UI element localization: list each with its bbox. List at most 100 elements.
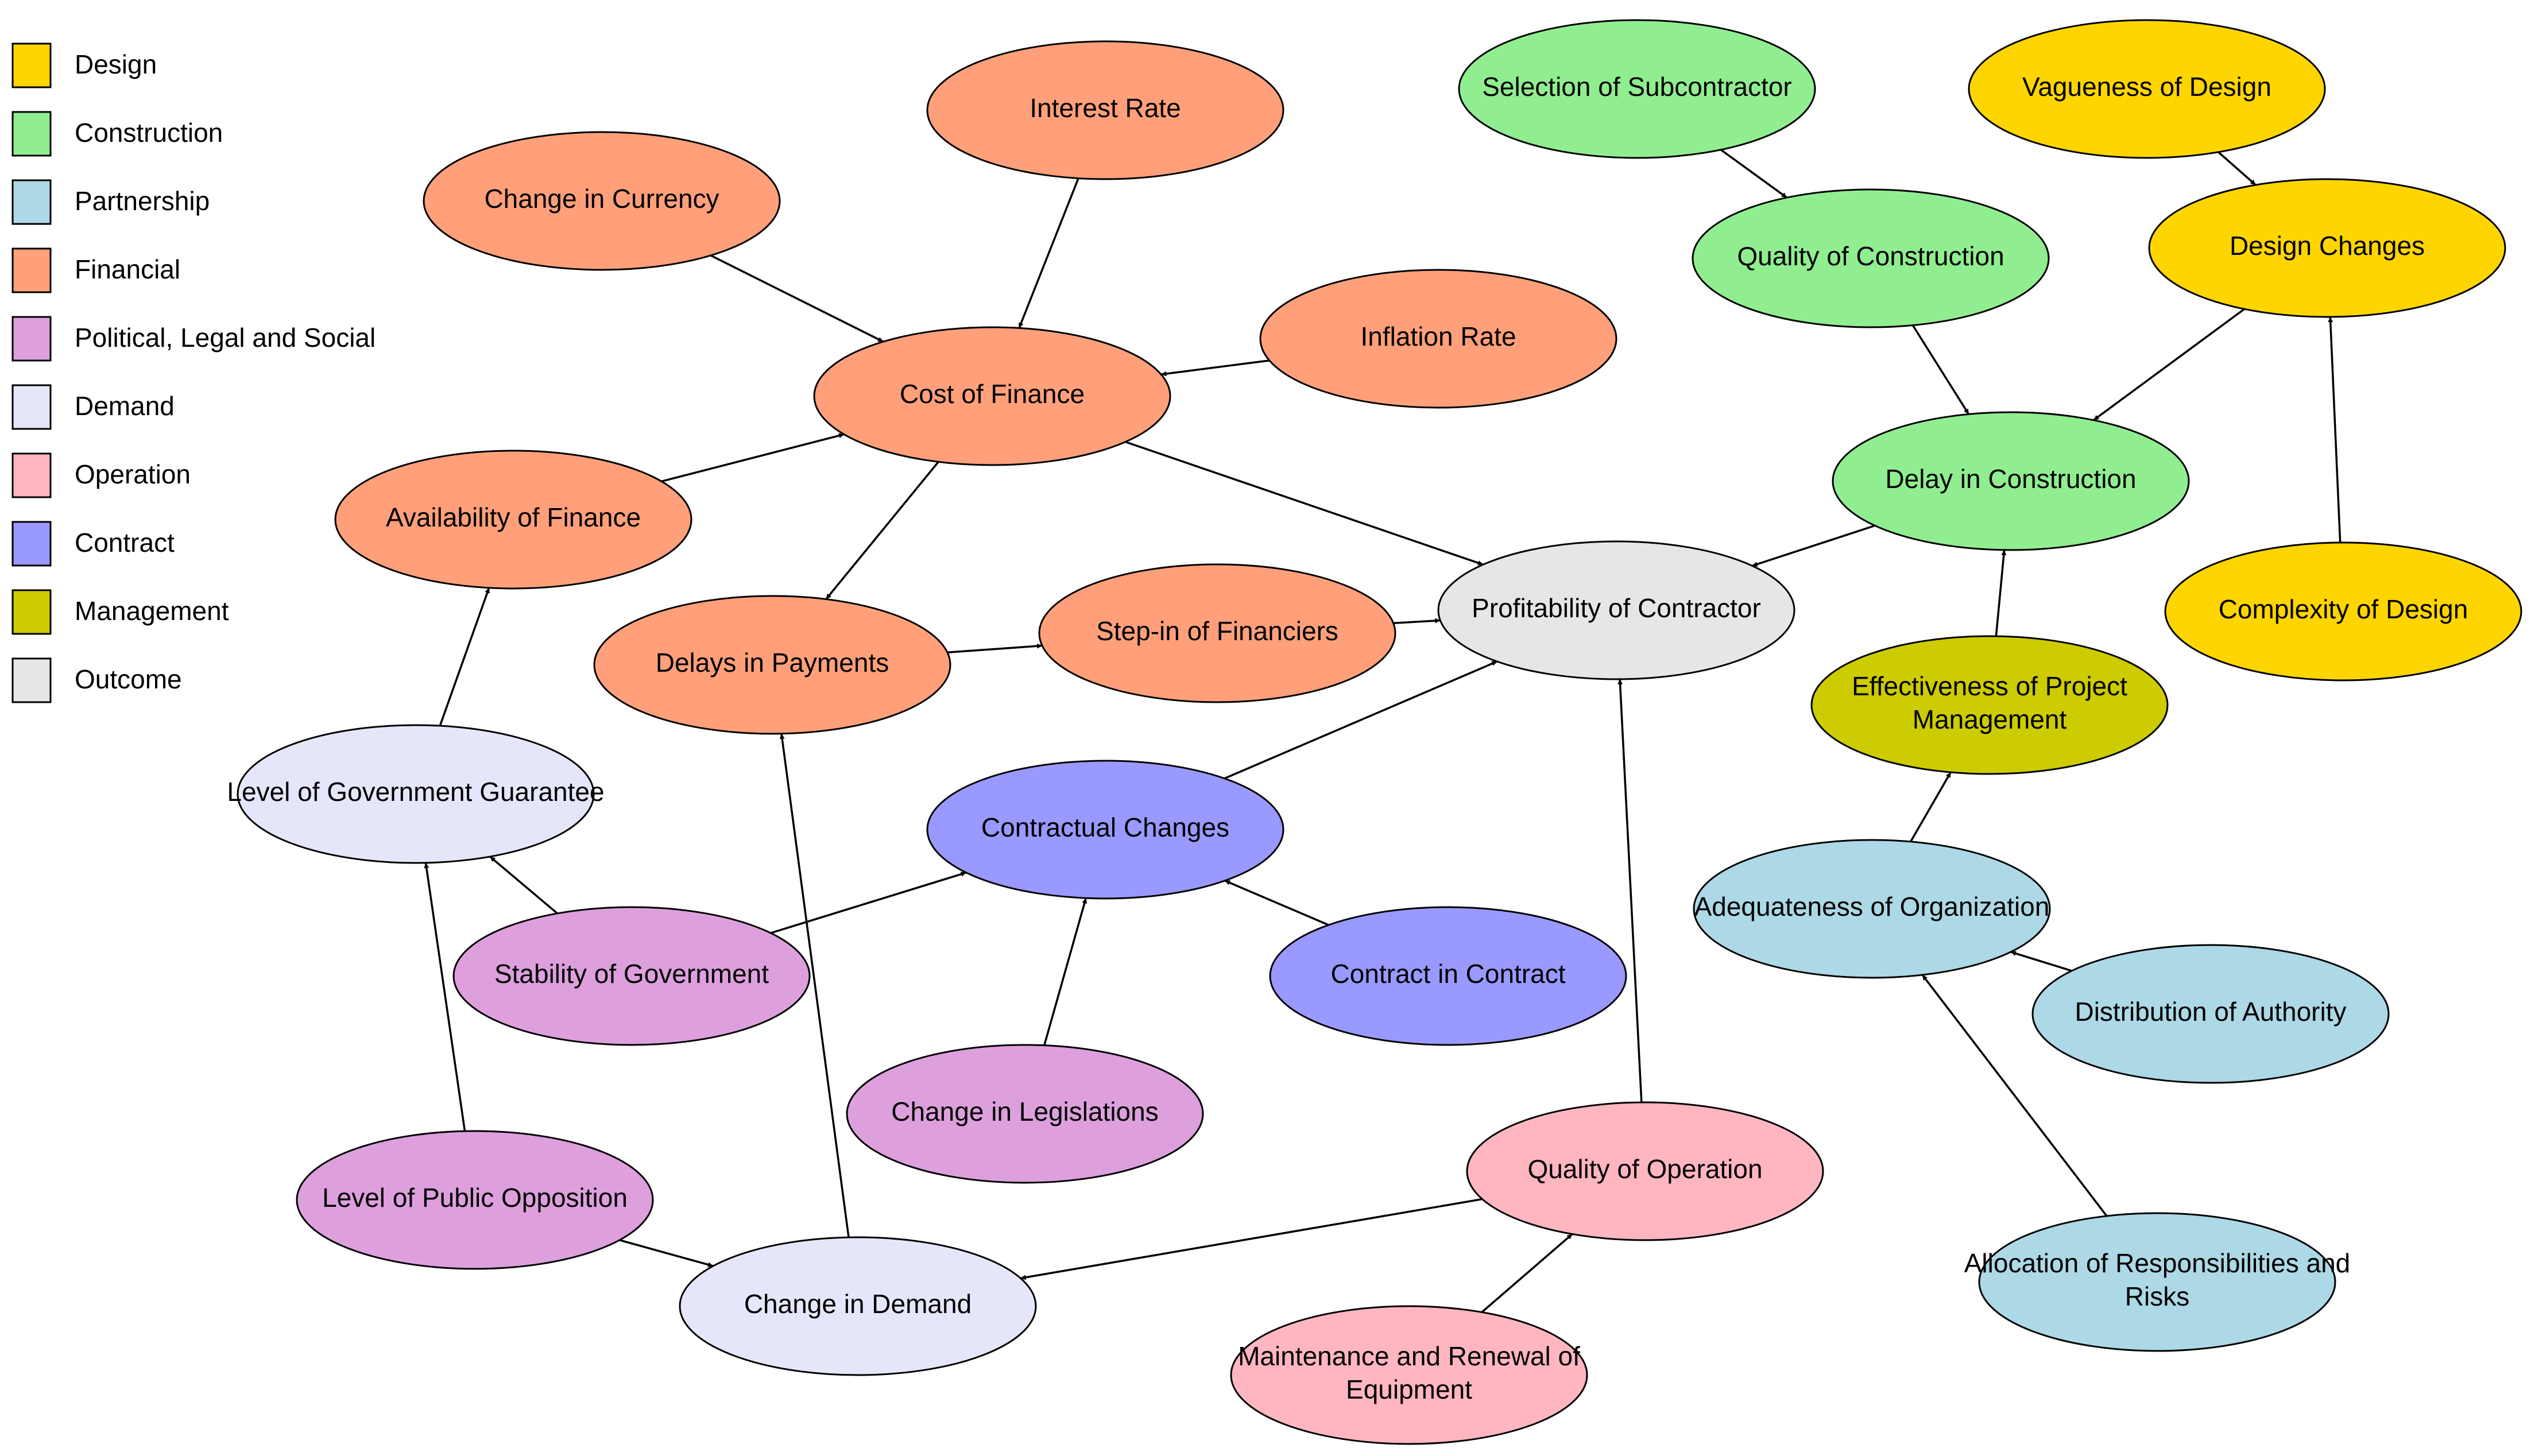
node-change-in-legislations: Change in Legislations	[846, 1044, 1204, 1184]
node-step-in-of-financiers: Step-in of Financiers	[1038, 563, 1396, 703]
node-availability-of-finance: Availability of Finance	[334, 450, 692, 590]
edge-interest-rate-to-cost-of-finance	[1018, 177, 1079, 329]
node-change-in-currency: Change in Currency	[423, 131, 781, 271]
node-vagueness-of-design: Vagueness of Design	[1968, 19, 2326, 159]
node-stability-of-government: Stability of Government	[452, 906, 811, 1046]
node-shape-interest-rate	[926, 40, 1284, 180]
legend-label-outcome: Outcome	[75, 664, 182, 694]
edge-level-of-government-guarantee-to-availability-of-finance	[439, 587, 490, 726]
node-label-stability-of-government: Stability of Government	[494, 959, 769, 989]
legend-swatch-political	[11, 316, 52, 362]
node-design-changes: Design Changes	[2148, 178, 2506, 318]
legend-swatch-construction	[11, 111, 52, 157]
edge-availability-of-finance-to-cost-of-finance	[661, 433, 845, 483]
node-delay-in-construction: Delay in Construction	[1832, 411, 2190, 551]
node-label-selection-of-subcontractor: Selection of Subcontractor	[1482, 72, 1792, 102]
edge-cost-of-finance-to-delays-in-payments	[825, 461, 939, 600]
node-label-complexity-of-design: Complexity of Design	[2219, 594, 2468, 624]
edge-adequateness-of-organization-to-effectiveness-of-project-management	[1910, 772, 1952, 842]
edge-step-in-of-financiers-to-profitability-of-contractor	[1393, 618, 1441, 625]
node-shape-allocation-of-responsibilities-and-risks	[1978, 1212, 2336, 1352]
node-shape-delay-in-construction	[1832, 411, 2190, 551]
edge-cost-of-finance-to-profitability-of-contractor	[1125, 440, 1484, 566]
edge-contract-in-contract-to-contractual-changes	[1224, 880, 1329, 926]
edge-stability-of-government-to-level-of-government-guarantee	[489, 855, 558, 915]
legend-swatch-partnership	[11, 179, 52, 225]
node-shape-distribution-of-authority	[2031, 944, 2390, 1084]
node-shape-selection-of-subcontractor	[1458, 19, 1816, 159]
legend: DesignConstructionPartnershipFinancialPo…	[11, 42, 376, 703]
node-inflation-rate: Inflation Rate	[1259, 269, 1617, 409]
node-label-allocation-of-responsibilities-and-risks-line-1: Allocation of Responsibilities and	[1964, 1248, 2351, 1278]
edge-level-of-public-opposition-to-change-in-demand	[619, 1239, 714, 1268]
node-adequateness-of-organization: Adequateness of Organization	[1693, 839, 2051, 979]
legend-swatch-demand	[11, 384, 52, 430]
edge-complexity-of-design-to-design-changes	[2328, 316, 2342, 543]
legend-swatch-contract	[11, 521, 52, 567]
edge-selection-of-subcontractor-to-quality-of-construction	[1720, 149, 1787, 199]
node-selection-of-subcontractor: Selection of Subcontractor	[1458, 19, 1816, 159]
node-contractual-changes: Contractual Changes	[926, 760, 1284, 900]
node-shape-vagueness-of-design	[1968, 19, 2326, 159]
node-label-design-changes: Design Changes	[2230, 231, 2425, 261]
node-label-cost-of-finance: Cost of Finance	[900, 379, 1085, 409]
node-shape-change-in-demand	[679, 1236, 1037, 1376]
legend-swatch-outcome	[11, 657, 52, 703]
edge-change-in-demand-to-delays-in-payments	[779, 733, 850, 1238]
node-shape-availability-of-finance	[334, 450, 692, 590]
legend-label-contract: Contract	[75, 528, 175, 557]
edge-inflation-rate-to-cost-of-finance	[1160, 359, 1270, 377]
legend-label-financial: Financial	[75, 254, 180, 284]
legend-label-partnership: Partnership	[75, 186, 210, 216]
edge-quality-of-construction-to-delay-in-construction	[1911, 324, 1970, 415]
legend-swatch-operation	[11, 452, 52, 498]
node-label-change-in-demand: Change in Demand	[744, 1289, 972, 1319]
edges	[424, 149, 2342, 1313]
node-label-quality-of-construction: Quality of Construction	[1737, 241, 2004, 271]
node-label-inflation-rate: Inflation Rate	[1360, 322, 1516, 351]
node-label-vagueness-of-design: Vagueness of Design	[2022, 72, 2271, 102]
node-label-contract-in-contract: Contract in Contract	[1330, 959, 1565, 989]
node-label-effectiveness-of-project-management-line-1: Effectiveness of Project	[1852, 671, 2127, 701]
node-shape-stability-of-government	[452, 906, 811, 1046]
edge-change-in-legislations-to-contractual-changes	[1043, 897, 1088, 1046]
legend-label-construction: Construction	[75, 118, 223, 148]
node-label-profitability-of-contractor: Profitability of Contractor	[1472, 593, 1761, 623]
node-label-change-in-currency: Change in Currency	[484, 184, 719, 214]
node-quality-of-construction: Quality of Construction	[1692, 188, 2050, 328]
edge-maintenance-and-renewal-of-equipment-to-quality-of-operation	[1481, 1233, 1573, 1313]
node-label-step-in-of-financiers: Step-in of Financiers	[1096, 616, 1338, 646]
node-label-effectiveness-of-project-management-line-2: Management	[1913, 704, 2067, 734]
legend-label-political: Political, Legal and Social	[75, 323, 376, 353]
node-level-of-public-opposition: Level of Public Opposition	[296, 1130, 654, 1270]
node-shape-change-in-legislations	[846, 1044, 1204, 1184]
edge-level-of-public-opposition-to-level-of-government-guarantee	[424, 862, 466, 1132]
edge-contractual-changes-to-profitability-of-contractor	[1224, 660, 1498, 780]
node-level-of-government-guarantee: Level of Government Guarantee	[227, 724, 605, 864]
node-label-adequateness-of-organization: Adequateness of Organization	[1694, 892, 2050, 921]
node-shape-inflation-rate	[1259, 269, 1617, 409]
node-shape-contractual-changes	[926, 760, 1284, 900]
legend-swatch-financial	[11, 247, 52, 293]
node-label-delays-in-payments: Delays in Payments	[656, 648, 889, 677]
node-shape-profitability-of-contractor	[1437, 540, 1795, 680]
node-label-delay-in-construction: Delay in Construction	[1885, 464, 2136, 494]
node-interest-rate: Interest Rate	[926, 40, 1284, 180]
edge-change-in-currency-to-cost-of-finance	[710, 254, 884, 343]
node-label-allocation-of-responsibilities-and-risks-line-2: Risks	[2125, 1281, 2189, 1311]
node-profitability-of-contractor: Profitability of Contractor	[1437, 540, 1795, 680]
node-cost-of-finance: Cost of Finance	[813, 326, 1171, 466]
node-shape-quality-of-construction	[1692, 188, 2050, 328]
legend-label-management: Management	[75, 596, 229, 626]
node-shape-cost-of-finance	[813, 326, 1171, 466]
edge-delays-in-payments-to-step-in-of-financiers	[947, 643, 1043, 654]
node-shape-complexity-of-design	[2164, 541, 2522, 681]
node-shape-change-in-currency	[423, 131, 781, 271]
node-shape-quality-of-operation	[1466, 1101, 1824, 1241]
node-label-level-of-public-opposition: Level of Public Opposition	[322, 1183, 628, 1213]
